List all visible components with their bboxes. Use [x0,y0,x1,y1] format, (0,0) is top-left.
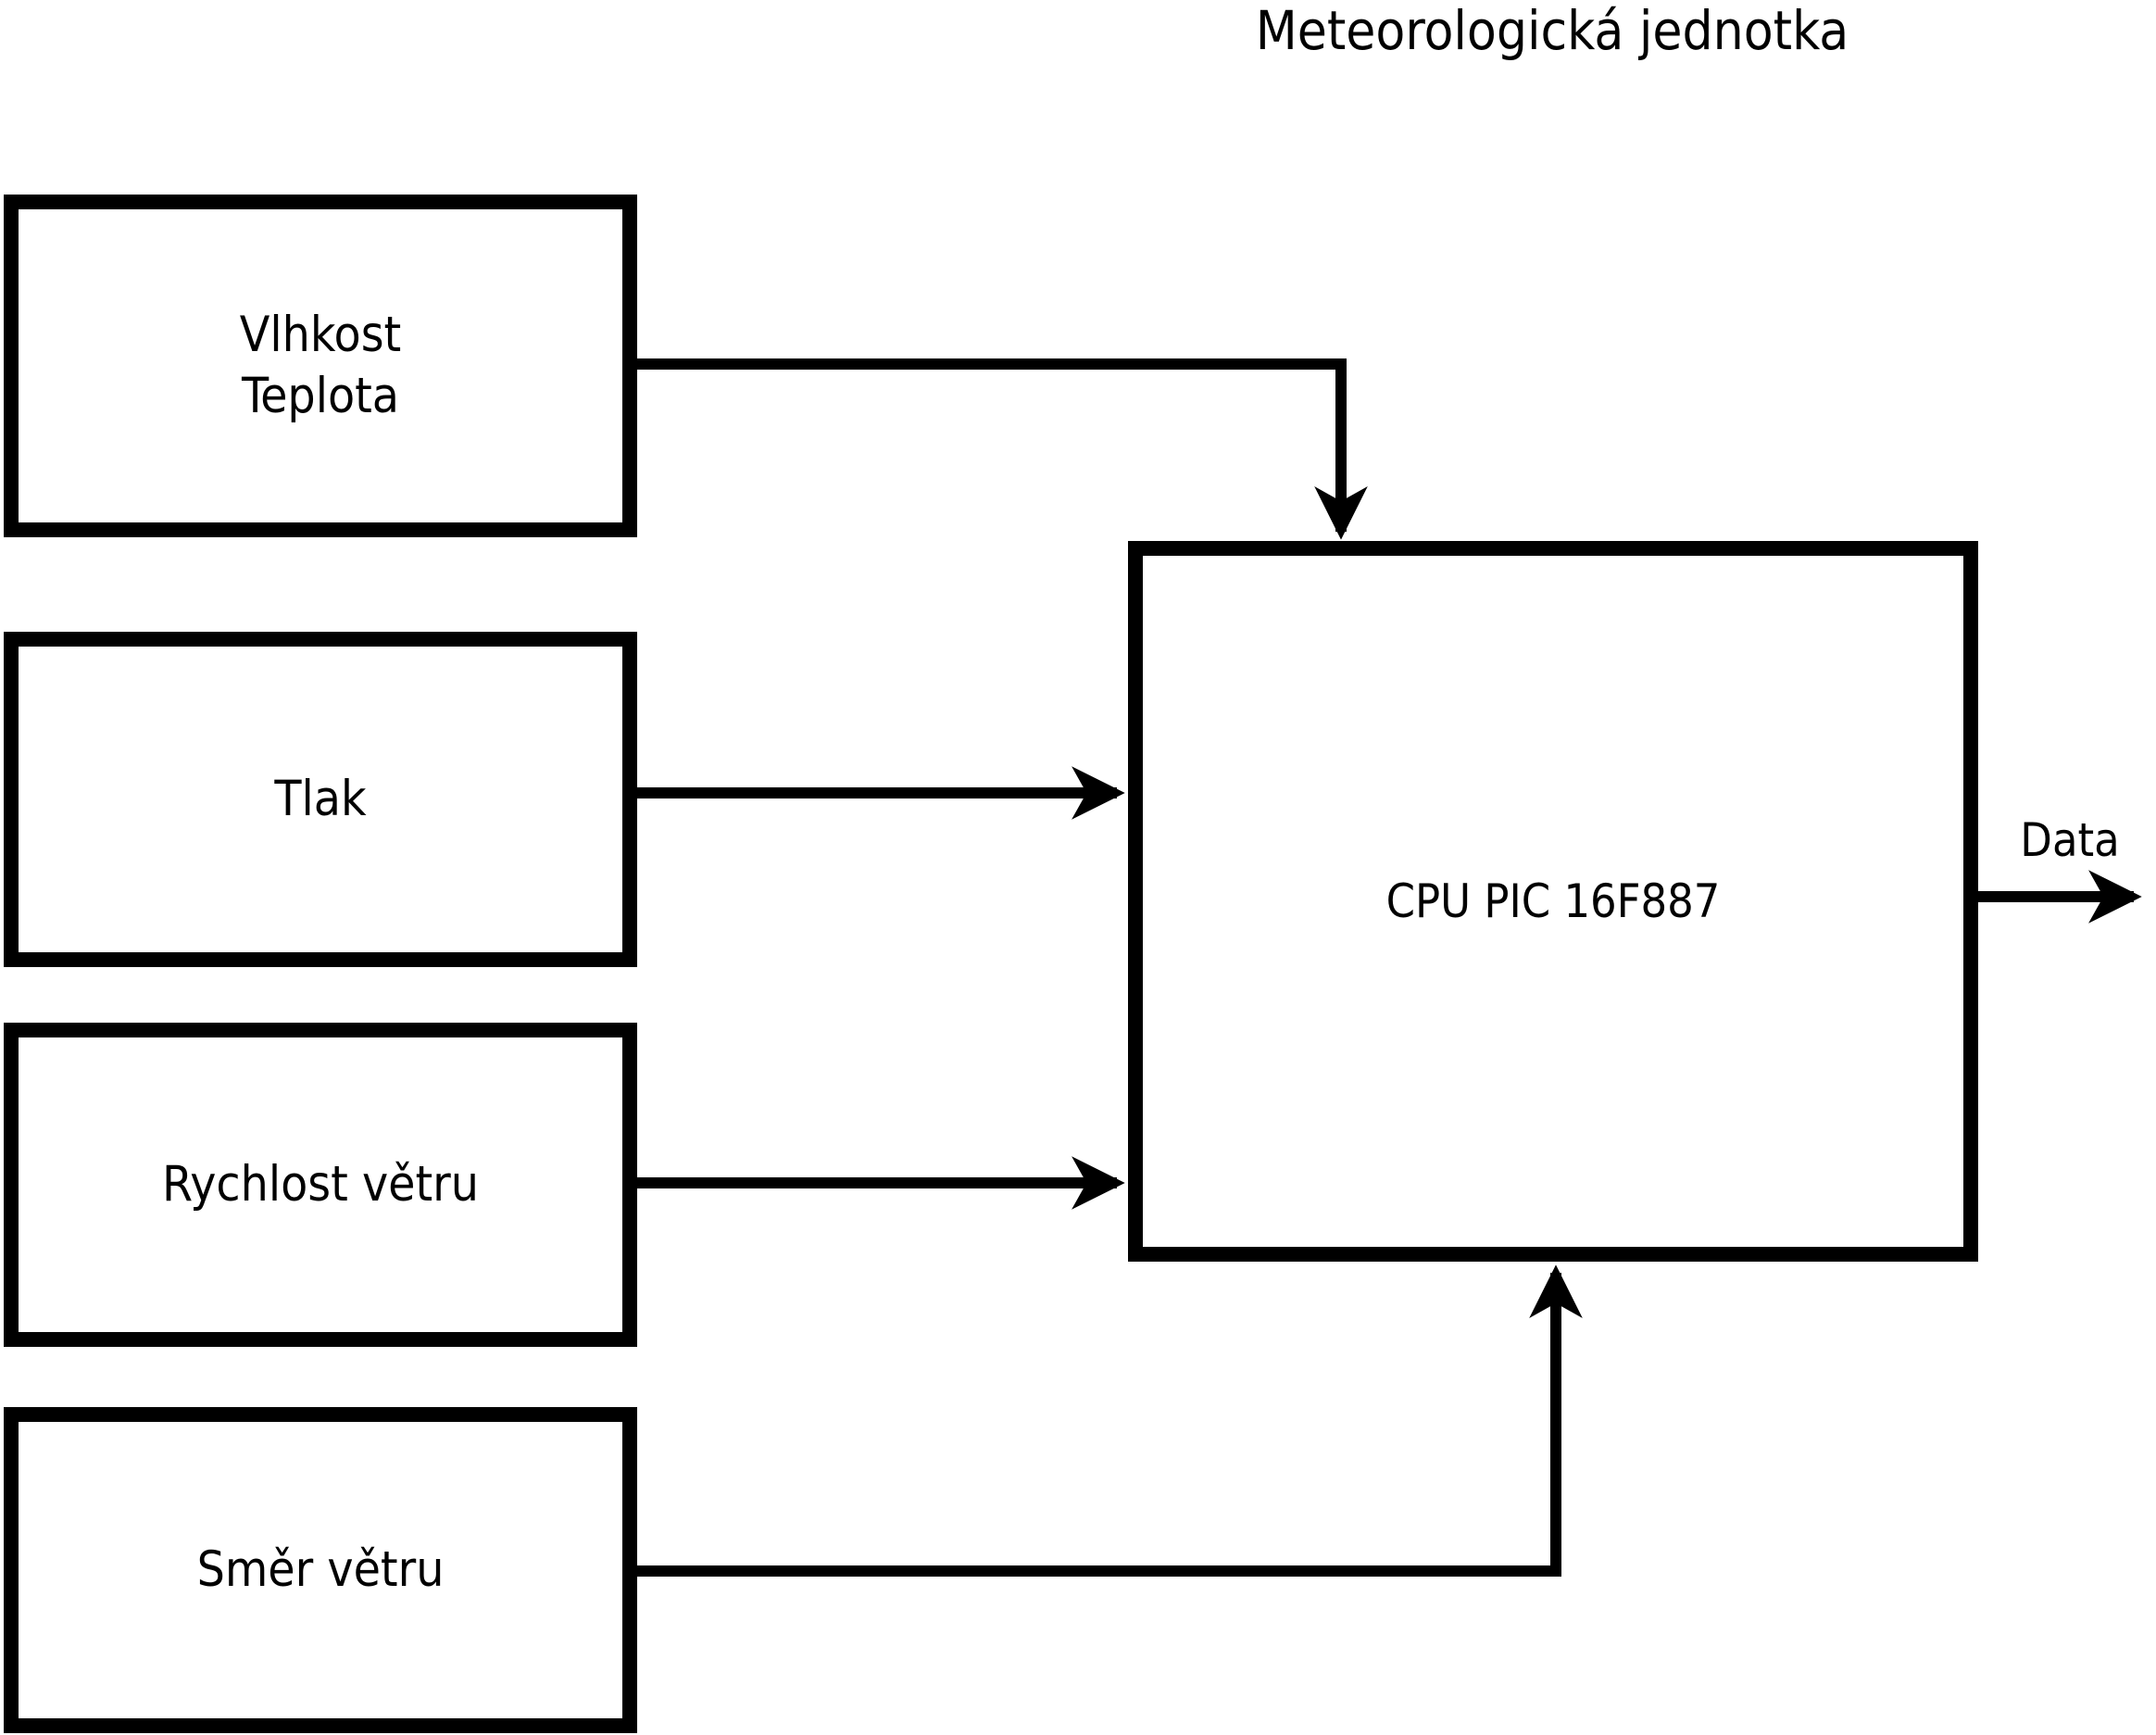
cpu-label: CPU PIC 16F887 [1385,874,1721,928]
sensor-box-rychlost-vetru: Rychlost větru [4,1023,637,1347]
sensor-label-vlhkost: Vlhkost [239,306,402,363]
sensor-label-tlak: Tlak [274,770,367,827]
data-output-label: Data [2020,813,2120,867]
wire-vlhkost-teplota-to-cpu-top [637,358,1368,540]
sensor-box-smer-vetru: Směr větru [4,1407,637,1733]
sensor-box-tlak: Tlak [4,632,637,967]
sensor-label-teplota: Teplota [241,368,400,424]
sensor-box-vlhkost-teplota: Vlhkost Teplota [4,195,637,537]
diagram-title: Meteorologická jednotka [1255,0,1849,62]
sensor-label-smer-vetru: Směr větru [196,1540,445,1598]
cpu-box: CPU PIC 16F887 [1128,541,1978,1262]
sensor-label-rychlost-vetru: Rychlost větru [161,1155,479,1213]
wire-smer-vetru-to-cpu-bottom [637,1264,1583,1577]
